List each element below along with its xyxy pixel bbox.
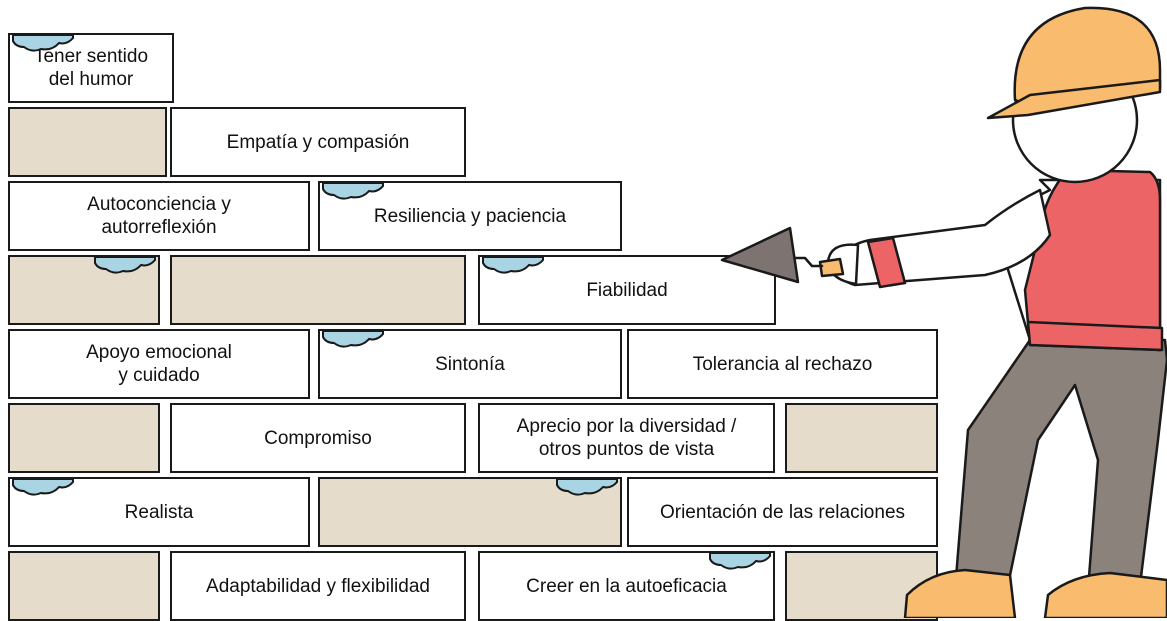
trowel-handle-icon xyxy=(818,257,845,278)
sleeve-band-icon xyxy=(866,236,907,289)
brick-label: Compromiso xyxy=(264,427,372,449)
brick-label: Autoconciencia y autorreflexión xyxy=(87,194,231,238)
trowel-blade-icon xyxy=(720,226,800,284)
brick-labeled: Realista xyxy=(8,477,310,547)
brick-label: Apoyo emocional y cuidado xyxy=(86,342,232,386)
brick-label: Fiabilidad xyxy=(586,279,668,301)
brick-labeled: Orientación de las relaciones xyxy=(627,477,938,547)
brick-labeled: Sintonía xyxy=(318,329,622,399)
brick-label: Sintonía xyxy=(435,353,505,375)
brick-blank xyxy=(8,107,167,177)
brick-label: Resiliencia y paciencia xyxy=(373,205,567,227)
brick-label: Realista xyxy=(124,501,194,523)
brick-label: Tolerancia al rechazo xyxy=(692,353,873,375)
brick-labeled: Aprecio por la diversidad / otros puntos… xyxy=(478,403,775,473)
right-boot-icon xyxy=(1043,571,1167,618)
brick-labeled: Adaptabilidad y flexibilidad xyxy=(170,551,466,621)
brick-labeled: Apoyo emocional y cuidado xyxy=(8,329,310,399)
brick-labeled: Autoconciencia y autorreflexión xyxy=(8,181,310,251)
brick-label: Adaptabilidad y flexibilidad xyxy=(206,575,430,597)
trousers-icon xyxy=(953,338,1167,592)
brick-labeled: Resiliencia y paciencia xyxy=(318,181,622,251)
brick-labeled: Compromiso xyxy=(170,403,466,473)
brick-label: Aprecio por la diversidad / otros puntos… xyxy=(516,416,737,460)
brick-labeled: Tolerancia al rechazo xyxy=(627,329,938,399)
brick-blank xyxy=(170,255,466,325)
brick-blank xyxy=(8,403,160,473)
brick-blank xyxy=(785,403,938,473)
trowel-shank-icon xyxy=(793,256,824,268)
brick-blank xyxy=(8,551,160,621)
helmet-brim-icon xyxy=(986,78,1162,120)
brick-label: Tener sentido del humor xyxy=(33,46,149,90)
brick-labeled: Creer en la autoeficacia xyxy=(478,551,775,621)
brick-label: Empatía y compasión xyxy=(226,131,410,153)
construction-worker-icon xyxy=(720,6,1167,618)
vest-band-icon xyxy=(1026,320,1164,352)
brick-labeled: Tener sentido del humor xyxy=(8,33,174,103)
left-boot-icon xyxy=(903,568,1017,618)
brick-blank xyxy=(318,477,622,547)
brick-blank xyxy=(8,255,160,325)
brick-label: Orientación de las relaciones xyxy=(659,501,906,523)
brick-label: Creer en la autoeficacia xyxy=(526,575,727,597)
brick-labeled: Empatía y compasión xyxy=(170,107,466,177)
